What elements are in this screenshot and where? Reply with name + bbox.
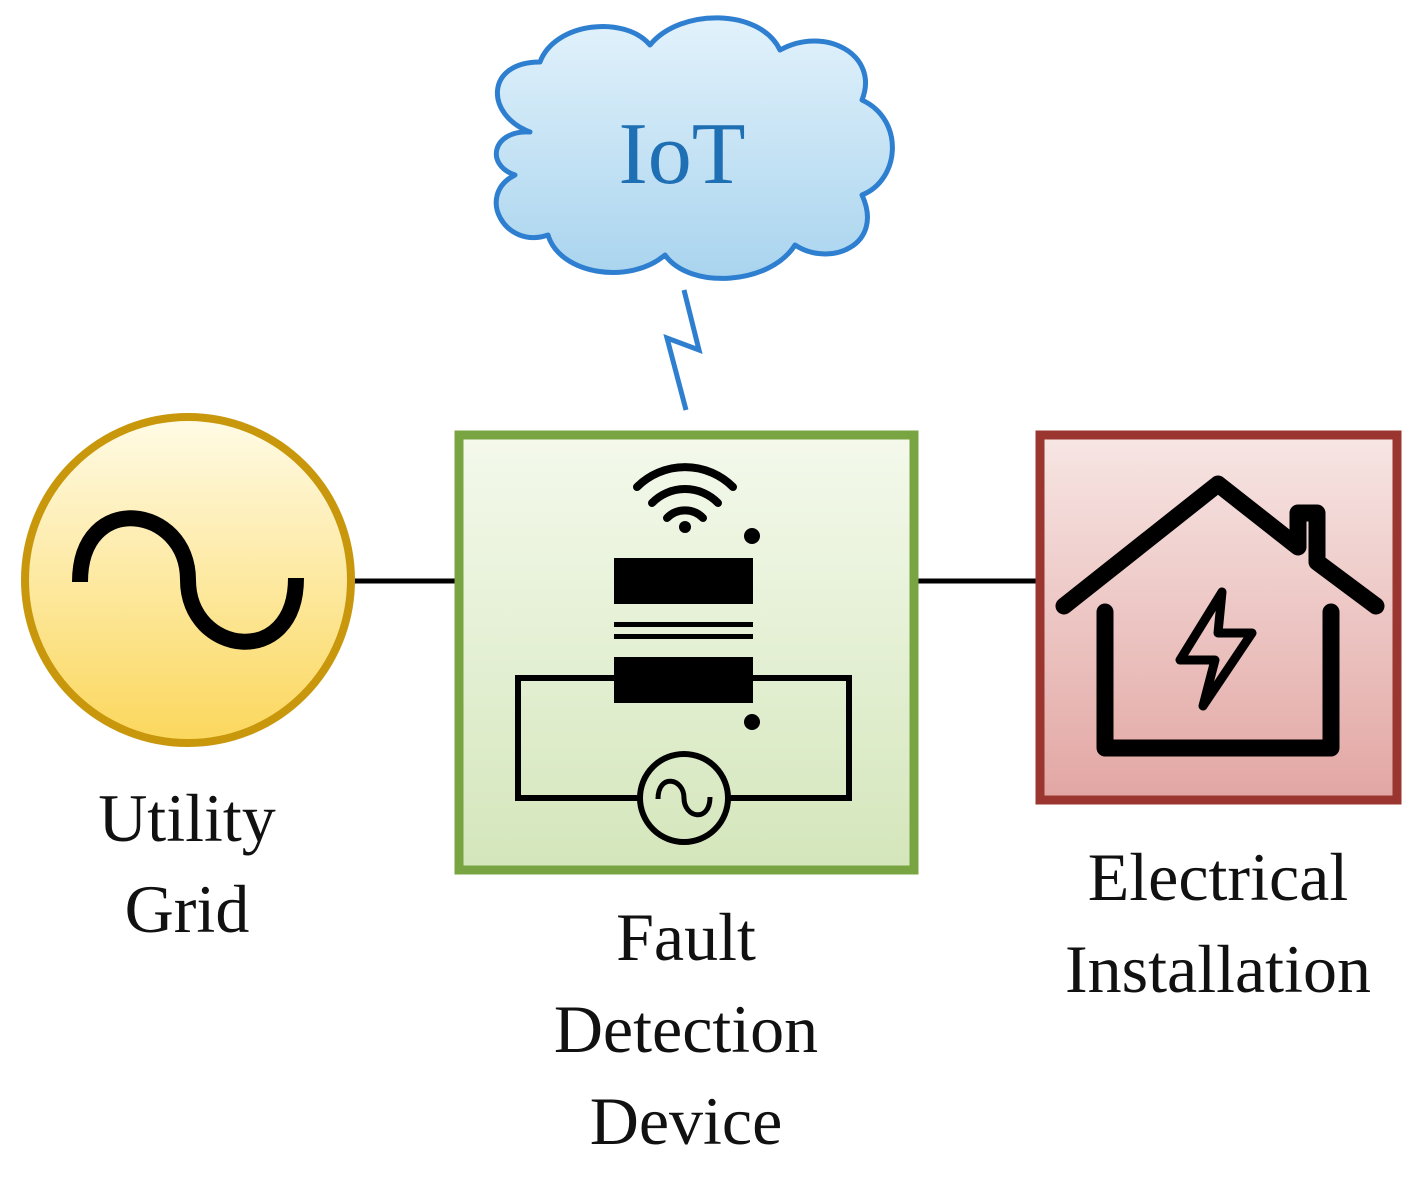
utility-grid-label-line2: Grid <box>125 871 250 947</box>
house-lightning-icon <box>1055 475 1385 757</box>
installation-label-line1: Electrical <box>1088 839 1348 915</box>
secondary-loop-wire <box>515 675 852 801</box>
polarity-dot-bottom <box>744 714 760 730</box>
utility-grid-label-line1: Utility <box>98 780 276 856</box>
fault-detection-device <box>454 430 919 875</box>
device-label-line2: Detection <box>554 991 818 1067</box>
utility-grid <box>21 413 355 747</box>
electrical-installation <box>1035 430 1402 805</box>
transformer-icon <box>614 558 753 703</box>
polarity-dot-top <box>744 528 760 544</box>
lightning-icon <box>1175 587 1257 711</box>
device-label-line3: Device <box>590 1083 783 1159</box>
cloud-shape <box>493 15 895 281</box>
device-label-line1: Fault <box>616 899 756 975</box>
iot-label: IoT <box>618 106 745 203</box>
installation-label-line2: Installation <box>1065 931 1371 1007</box>
wifi-icon <box>633 463 737 533</box>
house-outline <box>1055 475 1385 757</box>
ac-source-icon <box>72 510 304 650</box>
iot-cloud: IoT <box>493 15 895 281</box>
ac-source-small-icon <box>637 751 731 845</box>
lightning-bolt-icon <box>663 289 703 411</box>
